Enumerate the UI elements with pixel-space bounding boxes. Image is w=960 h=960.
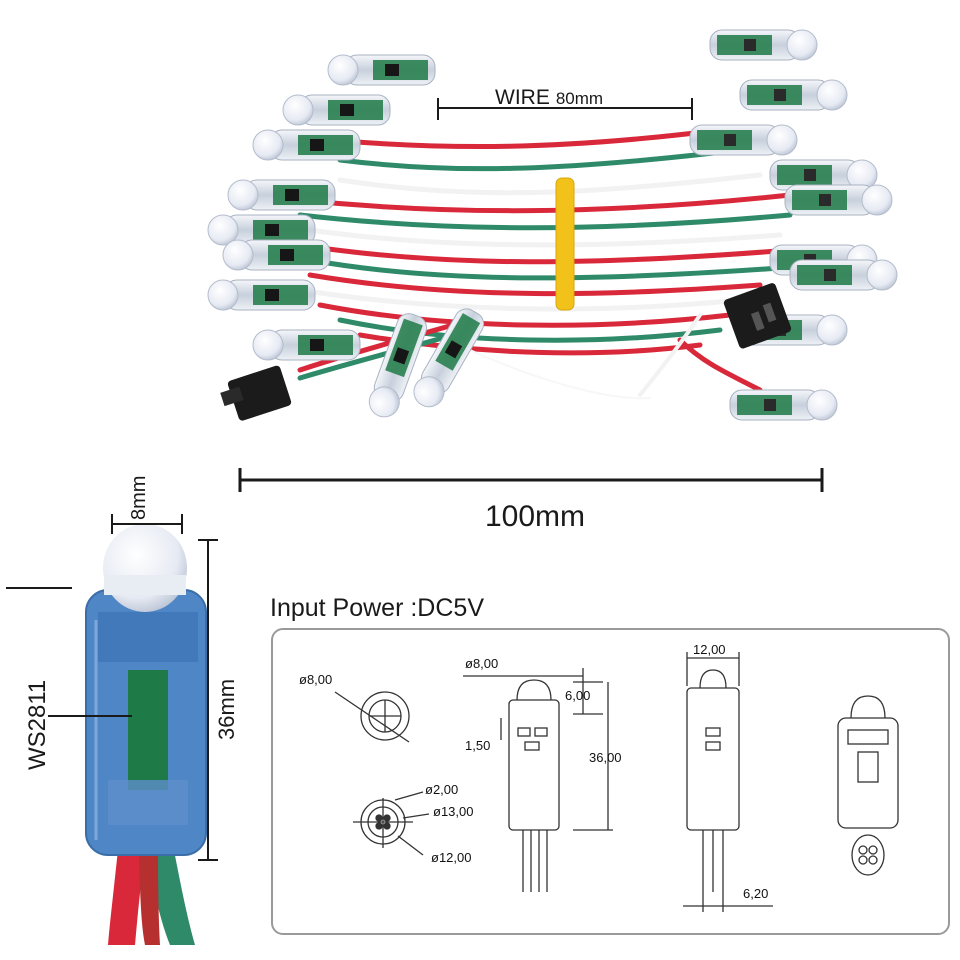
inner-diameter-label: ø12,00	[431, 850, 472, 865]
wire-label: WIRE	[495, 86, 550, 109]
front-width-label: 12,00	[693, 642, 726, 657]
dome-height-label: 6,00	[565, 688, 591, 703]
height-label: 36mm	[214, 678, 239, 740]
input-power-label: Input Power :DC5V	[270, 594, 484, 622]
total-height-label: 36,00	[589, 750, 622, 765]
wire-length-value: 80mm	[555, 89, 604, 108]
chip-label: WS2811	[24, 679, 51, 770]
cable-tie	[555, 177, 575, 311]
technical-drawing-panel: ø8,00 ø8,00 6,00 36,00 1,50 12,00 ø2,00 …	[271, 628, 950, 935]
width-dimension-line	[238, 468, 824, 492]
lead-spacing-label: 6,20	[743, 886, 769, 901]
pixel-dimension-lines	[6, 514, 218, 861]
wire-length-label: WIRE 80mm	[495, 86, 603, 110]
connector-left	[220, 365, 292, 421]
connector-right	[723, 283, 792, 349]
diameter-label: 8mm	[128, 475, 150, 520]
outer-diameter-label: ø13,00	[433, 804, 474, 819]
side-diameter-label: ø8,00	[465, 656, 499, 671]
groove-label: 1,50	[465, 738, 491, 753]
technical-drawing	[334, 652, 899, 912]
width-label: 100mm	[485, 500, 586, 533]
pin-diameter-label: ø2,00	[425, 782, 459, 797]
top-diameter-label: ø8,00	[299, 672, 333, 687]
wire-bundle	[297, 127, 793, 400]
single-pixel-photo	[85, 524, 207, 945]
wire-dimension-line	[437, 98, 693, 120]
